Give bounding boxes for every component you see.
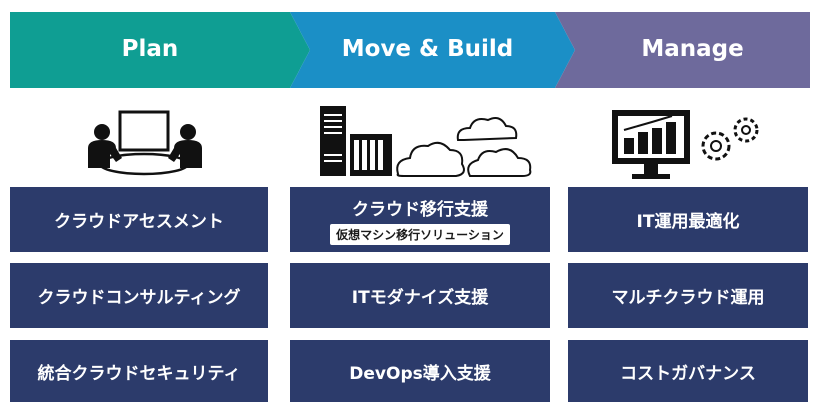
meeting-icon <box>80 108 210 180</box>
move-item-migration-subtitle: 仮想マシン移行ソリューション <box>330 223 510 245</box>
move-item-migration: クラウド移行支援 仮想マシン移行ソリューション <box>290 187 550 252</box>
manage-item-governance-title: コストガバナンス <box>620 363 756 384</box>
plan-item-assessment-title: クラウドアセスメント <box>54 212 224 232</box>
manage-item-multicloud-title: マルチクラウド運用 <box>611 288 765 308</box>
move-item-migration-title: クラウド移行支援 <box>352 199 488 220</box>
move-item-devops-title: DevOps導入支援 <box>349 363 491 384</box>
plan-item-security-title: 統合クラウドセキュリティ <box>37 363 241 384</box>
plan-item-consulting: クラウドコンサルティング <box>10 263 268 328</box>
phase-arrow-plan <box>10 12 310 88</box>
manage-item-multicloud: マルチクラウド運用 <box>568 263 808 328</box>
manage-item-optimization: IT運用最適化 <box>568 187 808 252</box>
phase-arrow-move-build <box>290 12 575 88</box>
manage-item-governance: コストガバナンス <box>568 340 808 402</box>
move-item-modernize-title: ITモダナイズ支援 <box>351 288 489 308</box>
monitor-gears-icon <box>610 108 770 180</box>
move-item-modernize: ITモダナイズ支援 <box>290 263 550 328</box>
plan-item-assessment: クラウドアセスメント <box>10 187 268 252</box>
phase-label-plan: Plan <box>121 36 179 62</box>
plan-item-security: 統合クラウドセキュリティ <box>10 340 268 402</box>
phase-label-manage: Manage <box>641 36 744 62</box>
phase-label-move-build: Move & Build <box>341 36 514 62</box>
manage-item-optimization-title: IT運用最適化 <box>636 212 740 232</box>
move-item-devops: DevOps導入支援 <box>290 340 550 402</box>
phase-arrow-manage <box>555 12 810 88</box>
server-cloud-icon <box>318 104 540 180</box>
plan-item-consulting-title: クラウドコンサルティング <box>37 288 241 308</box>
phase-banner <box>10 12 810 88</box>
